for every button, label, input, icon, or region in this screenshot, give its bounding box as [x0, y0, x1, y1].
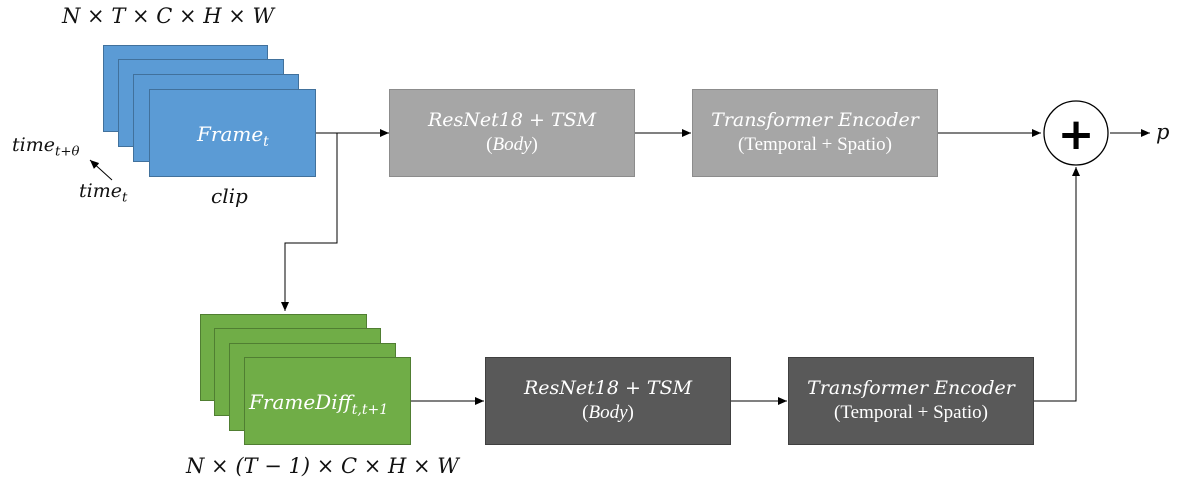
input-shape-bottom: N × (T − 1) × C × H × W: [186, 454, 459, 478]
framediff-label: FrameDifft,t+1: [249, 390, 389, 418]
clip-label: clip: [211, 184, 248, 208]
time-arrow: [89, 159, 113, 181]
sum-node: [1043, 100, 1109, 166]
bottom-backbone-box: ResNet18 + TSM (Body): [485, 357, 731, 445]
arrow-branch-to-framediff: [281, 133, 338, 311]
bottom-backbone-title: ResNet18 + TSM: [523, 377, 693, 400]
bottom-backbone-subtitle: (Body): [582, 402, 634, 423]
top-encoder-box: Transformer Encoder (Temporal + Spatio): [692, 89, 938, 177]
bottom-encoder-title: Transformer Encoder: [807, 377, 1015, 400]
arrow-bottom-encoder-to-sum: [1034, 167, 1080, 402]
input-shape-top: N × T × C × H × W: [62, 4, 275, 28]
top-backbone-title: ResNet18 + TSM: [427, 109, 597, 132]
frame-label: Framet: [197, 122, 269, 150]
output-label: p: [1156, 120, 1170, 144]
time-lower-label: timet: [79, 180, 128, 206]
top-backbone-subtitle: (Body): [486, 134, 538, 155]
top-encoder-title: Transformer Encoder: [711, 109, 919, 132]
bottom-encoder-box: Transformer Encoder (Temporal + Spatio): [788, 357, 1034, 445]
top-backbone-box: ResNet18 + TSM (Body): [389, 89, 635, 177]
bottom-encoder-subtitle: (Temporal + Spatio): [834, 402, 988, 423]
frame-stack-front: Framet: [149, 89, 316, 177]
time-upper-label: timet+θ: [12, 134, 80, 160]
top-encoder-subtitle: (Temporal + Spatio): [738, 134, 892, 155]
framediff-stack-front: FrameDifft,t+1: [244, 357, 411, 445]
sum-symbol: +: [1058, 109, 1095, 160]
